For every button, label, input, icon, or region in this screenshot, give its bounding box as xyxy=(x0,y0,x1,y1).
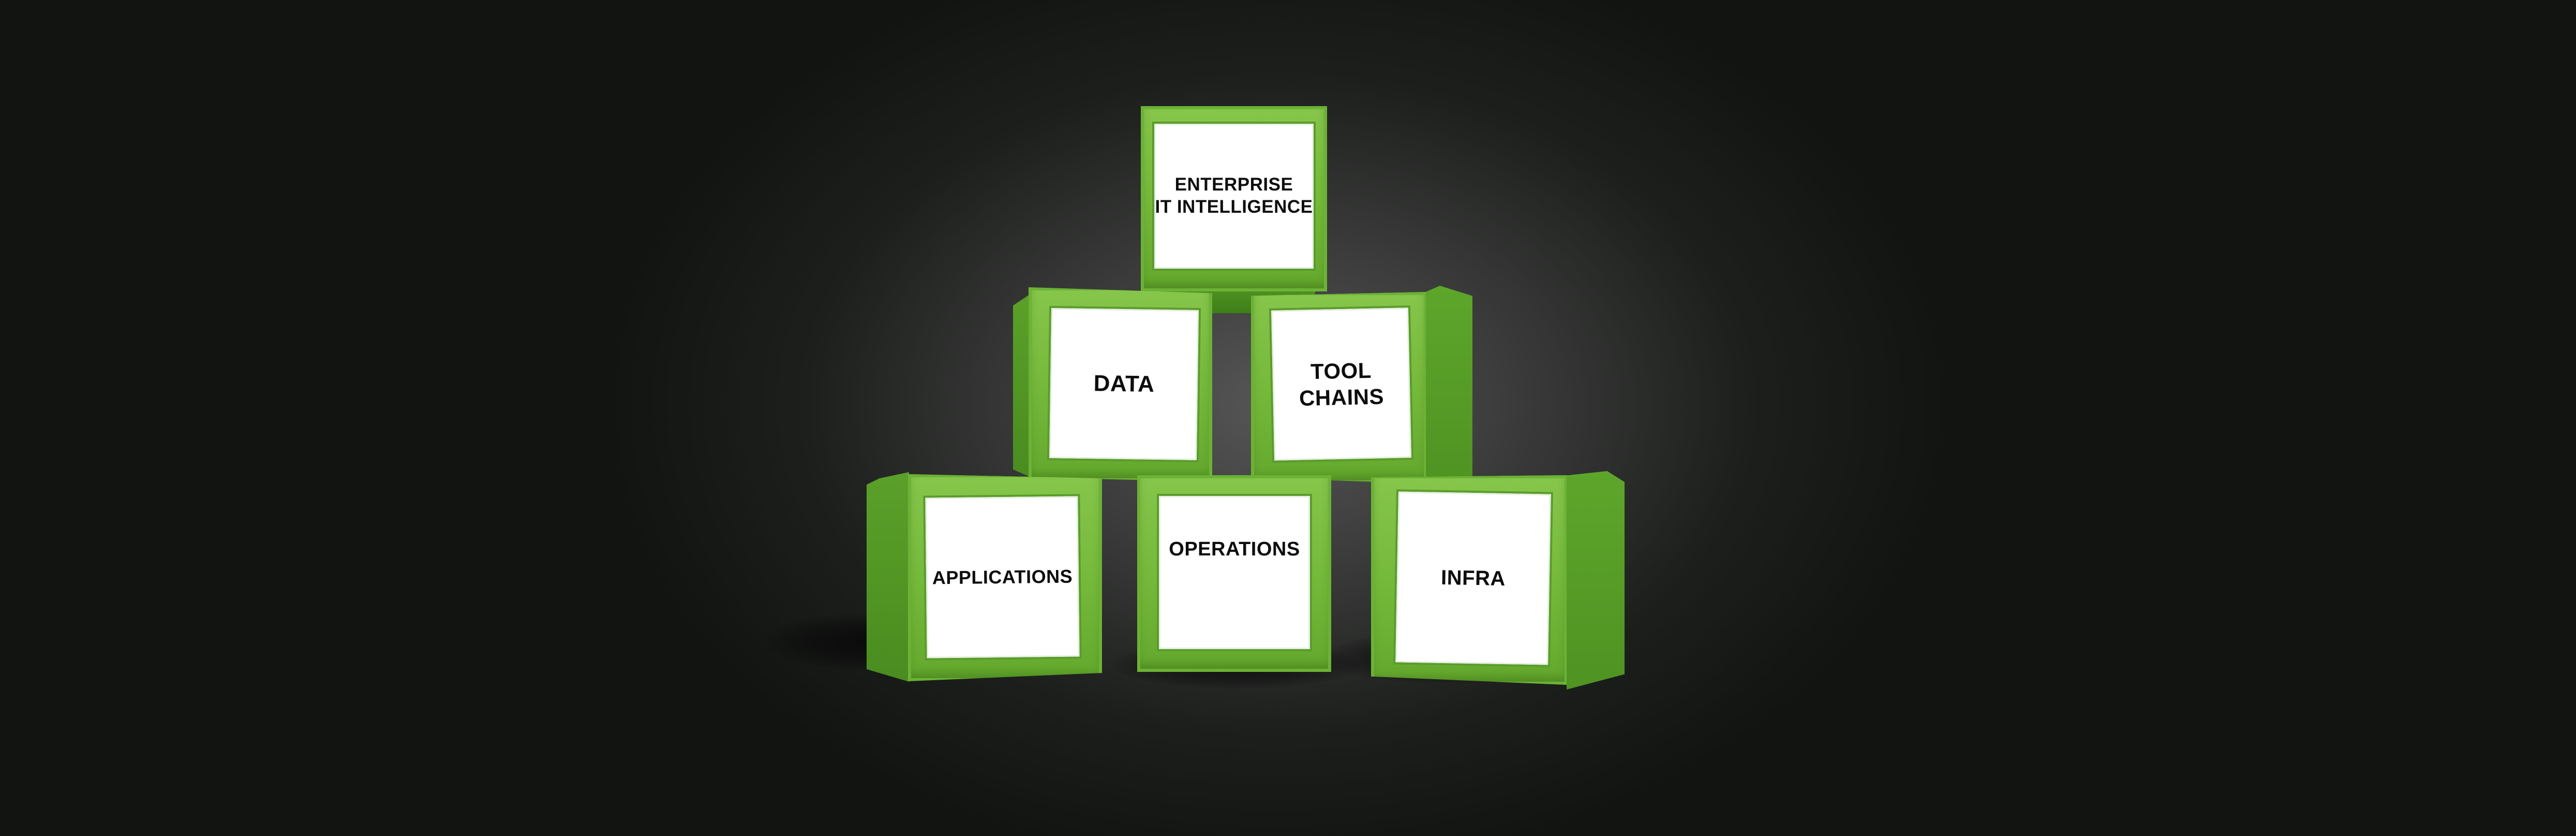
block-label: ENTERPRISE IT INTELLIGENCE xyxy=(1155,174,1313,217)
block-left-face xyxy=(867,472,909,682)
block-tool-chains: TOOL CHAINS xyxy=(1251,286,1473,489)
block-panel: DATA xyxy=(1049,308,1199,460)
block-enterprise-it-intelligence: ENTERPRISE IT INTELLIGENCE xyxy=(1141,106,1327,313)
block-panel: ENTERPRISE IT INTELLIGENCE xyxy=(1154,124,1314,269)
block-data: DATA xyxy=(1013,287,1221,484)
block-label: INFRA xyxy=(1440,566,1506,590)
block-panel: OPERATIONS xyxy=(1159,496,1310,649)
block-left-face xyxy=(1013,295,1030,477)
block-panel: APPLICATIONS xyxy=(925,496,1080,658)
block-label: TOOL CHAINS xyxy=(1299,358,1384,410)
block-operations: OPERATIONS xyxy=(1137,475,1331,672)
block-panel: INFRA xyxy=(1395,491,1551,665)
block-right-face xyxy=(1567,471,1625,690)
block-infra: INFRA xyxy=(1371,471,1627,694)
block-label: APPLICATIONS xyxy=(932,565,1073,589)
block-label: OPERATIONS xyxy=(1169,538,1300,560)
block-right-face xyxy=(1426,286,1472,489)
block-applications: APPLICATIONS xyxy=(867,472,1105,684)
block-label: DATA xyxy=(1093,371,1155,397)
block-panel: TOOL CHAINS xyxy=(1271,307,1412,461)
